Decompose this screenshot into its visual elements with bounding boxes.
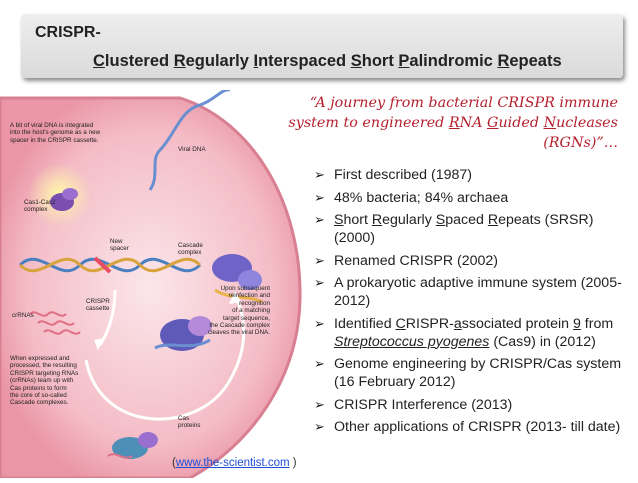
- bullet-item: ➢ A prokaryotic adaptive immune system (2…: [314, 274, 636, 310]
- credit-link[interactable]: www.the-scientist.com: [175, 457, 290, 469]
- cleavage-complex-icon: [154, 316, 212, 351]
- crrna-icon: [29, 311, 81, 335]
- bullet-item: ➢ First described (1987): [314, 166, 636, 184]
- bullet-arrow-icon: ➢: [314, 396, 325, 412]
- quote-line-1: “A journey from bacterial CRISPR immune: [309, 95, 618, 111]
- bullet-text: CRISPR Interference (2013): [334, 396, 513, 413]
- dna-helix-icon: [18, 256, 202, 274]
- bullet-item: ➢ Other applications of CRISPR (2013- til…: [314, 418, 636, 436]
- bullet-text: Genome engineering by CRISPR/Cas system …: [334, 356, 622, 390]
- credit-prefix: (: [172, 457, 176, 469]
- history-bullet-list: ➢ First described (1987) ➢ 48% bacteria; 84…: [314, 166, 636, 441]
- bullet-arrow-icon: ➢: [314, 167, 325, 182]
- bullet-item: ➢ Identified CRISPR-associated protein 9 …: [314, 315, 636, 351]
- journey-quote: “A journey from bacterial CRISPR immune …: [258, 93, 618, 153]
- bullet-item: ➢ Renamed CRISPR (2002): [314, 252, 636, 270]
- label-viral-dna: Viral DNA: [178, 146, 206, 153]
- title-box: CRISPR- Clustered Regularly Interspaced …: [21, 14, 623, 78]
- bullet-item: ➢ Short Regularly Spaced Repeats (SRSR) (…: [314, 211, 636, 247]
- credit-suffix: ): [289, 457, 297, 469]
- image-credit: (www.the-scientist.com ): [172, 457, 297, 469]
- bullet-item: ➢ 48% bacteria; 84% archaea: [314, 189, 636, 207]
- bullet-arrow-icon: ➢: [314, 419, 325, 434]
- bullet-text: Identified CRISPR-associated protein 9 f…: [334, 315, 614, 350]
- bullet-arrow-icon: ➢: [314, 275, 325, 290]
- label-crrnas: crRNAs: [12, 312, 34, 319]
- bullet-arrow-icon: ➢: [314, 356, 325, 371]
- bullet-text: Renamed CRISPR (2002): [334, 252, 499, 269]
- cascade-complex-icon: [212, 254, 263, 304]
- bullet-text: 48% bacteria; 84% archaea: [334, 189, 509, 206]
- quote-line-2: system to engineered RNA Guided Nuclease…: [288, 115, 618, 131]
- bullet-text: Short Regularly Spaced Repeats (SRSR) (2…: [334, 212, 594, 246]
- quote-line-3: (RGNs)”…: [543, 135, 618, 151]
- bullet-arrow-icon: ➢: [314, 252, 325, 268]
- bullet-arrow-icon: ➢: [314, 212, 325, 227]
- slide-subtitle: Clustered Regularly Interspaced Short Pa…: [93, 52, 562, 70]
- crispr-cell-svg: [0, 88, 302, 480]
- viral-dna-icon: [158, 88, 231, 152]
- bullet-text: First described (1987): [334, 167, 472, 183]
- bullet-arrow-icon: ➢: [314, 189, 325, 205]
- bullet-text: A prokaryotic adaptive immune system (20…: [334, 275, 622, 309]
- bullet-arrow-icon: ➢: [314, 315, 325, 331]
- cas-proteins-icon: [107, 432, 158, 459]
- slide-title: CRISPR-: [35, 24, 101, 41]
- bullet-item: ➢ Genome engineering by CRISPR/Cas system…: [314, 355, 636, 391]
- bullet-item: ➢ CRISPR Interference (2013): [314, 396, 636, 414]
- bullet-text: Other applications of CRISPR (2013- till…: [334, 419, 621, 435]
- cycle-arrow: [84, 294, 246, 421]
